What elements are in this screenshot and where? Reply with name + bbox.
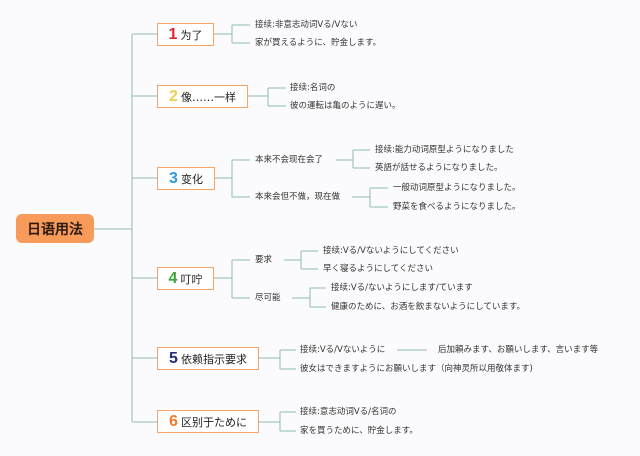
leaf[interactable]: 接续:意志动词Vる/名词の <box>300 407 397 417</box>
leaf[interactable]: 早く寝るようにしてください <box>323 264 433 274</box>
root-node[interactable]: 日语用法 <box>16 214 94 243</box>
leaf[interactable]: 接续:Vる/ないようにします/ています <box>331 283 473 293</box>
sub-node[interactable]: 要求 <box>255 255 273 265</box>
leaf[interactable]: 接续:Vる/Vないように <box>300 345 386 355</box>
branch-number: 1 <box>168 25 178 43</box>
leaf[interactable]: 接续:名词の <box>290 83 336 93</box>
leaf[interactable]: 一般动词原型ようになりました。 <box>393 183 521 193</box>
sub-node[interactable]: 本来不会现在会了 <box>255 155 324 165</box>
branch-number: 5 <box>169 349 178 367</box>
branch-label: 像……一样 <box>180 90 236 104</box>
branch-label: 叮咛 <box>180 272 203 286</box>
leaf[interactable]: 野菜を食べるようになりました。 <box>393 202 521 212</box>
leaf[interactable]: 英語が話せるようになりました。 <box>375 163 503 173</box>
sub-node[interactable]: 尽可能 <box>255 293 281 303</box>
branch-label: 依赖指示要求 <box>180 352 247 366</box>
branch-number: 4 <box>168 269 178 287</box>
leaf[interactable]: 彼の運転は亀のように遅い。 <box>290 101 401 111</box>
branch-number: 2 <box>169 87 178 105</box>
branch-label: 变化 <box>180 172 203 186</box>
leaf[interactable]: 健康のために、お酒を飲まないようにしています。 <box>331 302 525 312</box>
branch-number: 6 <box>169 412 178 430</box>
leaf[interactable]: 接续:Vる/Vないようにしてください <box>323 246 459 256</box>
leaf[interactable]: 彼女はできますようにお願いします（向神灵所以用敬体ます) <box>300 364 533 374</box>
sub-node[interactable]: 本来会但不做，现在做 <box>255 192 341 202</box>
leaf[interactable]: 家を買うために、貯金します。 <box>300 426 418 436</box>
branch-label: 为了 <box>180 28 203 42</box>
leaf-extra[interactable]: 后加頼みます、お願いします、言います等 <box>438 345 599 355</box>
branch-label: 区别于ために <box>180 415 247 429</box>
leaf[interactable]: 家が買えるように、貯金します。 <box>255 38 382 48</box>
leaf[interactable]: 接续:能力动词原型ようになりました <box>375 145 514 155</box>
branch-number: 3 <box>169 169 178 187</box>
leaf[interactable]: 接续:非意志动词Vる/Vない <box>255 20 358 30</box>
